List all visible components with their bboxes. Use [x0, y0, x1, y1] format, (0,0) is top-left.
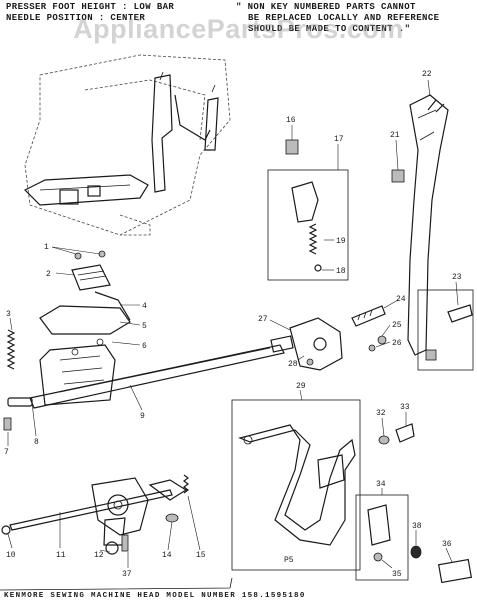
callout-3: 3 — [6, 310, 11, 319]
callout-12: 12 — [94, 551, 104, 560]
bracket-29-box — [231, 399, 361, 571]
footer-model-number: KENMORE SEWING MACHINE HEAD MODEL NUMBER… — [4, 592, 306, 600]
callout-25: 25 — [392, 321, 402, 330]
callout-4: 4 — [142, 302, 147, 311]
block-21 — [391, 169, 405, 183]
screws-7-8 — [3, 397, 33, 431]
lever-22 — [407, 94, 449, 356]
callout-9: 9 — [140, 412, 145, 421]
callout-37: 37 — [122, 570, 132, 579]
screws-24-26 — [351, 305, 387, 352]
callout-15: 15 — [196, 551, 206, 560]
washer-screw-32-33 — [378, 423, 415, 445]
callout-23: 23 — [452, 273, 462, 282]
machine-head-outline — [23, 54, 231, 236]
callout-6: 6 — [142, 342, 147, 351]
header-note-line1: " NON KEY NUMBERED PARTS CANNOT — [236, 2, 416, 12]
callout-1: 1 — [44, 243, 49, 252]
header-note-line3: SHOULD BE MADE TO CONTENT ." — [248, 24, 411, 34]
spring-3 — [6, 329, 16, 370]
feed-dog-assembly — [71, 250, 111, 291]
crank-27 — [289, 317, 343, 371]
callout-7: 7 — [4, 448, 9, 457]
callout-18: 18 — [336, 267, 346, 276]
callout-10: 10 — [6, 551, 16, 560]
callout-2: 2 — [46, 270, 51, 279]
feed-shaft — [29, 335, 294, 409]
callout-21: 21 — [390, 131, 400, 140]
part-34-box — [355, 494, 409, 581]
header-needle-position: NEEDLE POSITION : CENTER — [6, 13, 146, 23]
callout-32: 32 — [376, 409, 386, 418]
callout-14: 14 — [162, 551, 172, 560]
feed-frame — [39, 291, 131, 406]
part-23-box — [417, 289, 474, 371]
callout-11: 11 — [56, 551, 66, 560]
part-17-box — [267, 139, 349, 281]
callout-33: 33 — [400, 403, 410, 412]
callout-17: 17 — [334, 135, 344, 144]
callout-8: 8 — [34, 438, 39, 447]
callout-34: 34 — [376, 480, 386, 489]
header-note-line2: BE REPLACED LOCALLY AND REFERENCE — [248, 13, 440, 23]
lower-drive-assembly — [1, 474, 189, 555]
figure-label: P5 — [284, 556, 294, 565]
callout-36: 36 — [442, 540, 452, 549]
callout-19: 19 — [336, 237, 346, 246]
callout-24: 24 — [396, 295, 406, 304]
callout-5: 5 — [142, 322, 147, 331]
callout-26: 26 — [392, 339, 402, 348]
callout-38: 38 — [412, 522, 422, 531]
pieces-36-38 — [410, 545, 473, 584]
needle-bar-bracket — [151, 71, 219, 193]
callout-27: 27 — [258, 315, 268, 324]
header-presser-foot: PRESSER FOOT HEIGHT : LOW BAR — [6, 2, 175, 12]
callout-22: 22 — [422, 70, 432, 79]
leader-lines — [0, 79, 459, 591]
callout-numbers: 1 2 3 4 5 6 7 8 9 10 11 12 14 15 16 17 1… — [4, 70, 462, 579]
callout-16: 16 — [286, 116, 296, 125]
callout-28: 28 — [288, 360, 298, 369]
callout-35: 35 — [392, 570, 402, 579]
callout-29: 29 — [296, 382, 306, 391]
